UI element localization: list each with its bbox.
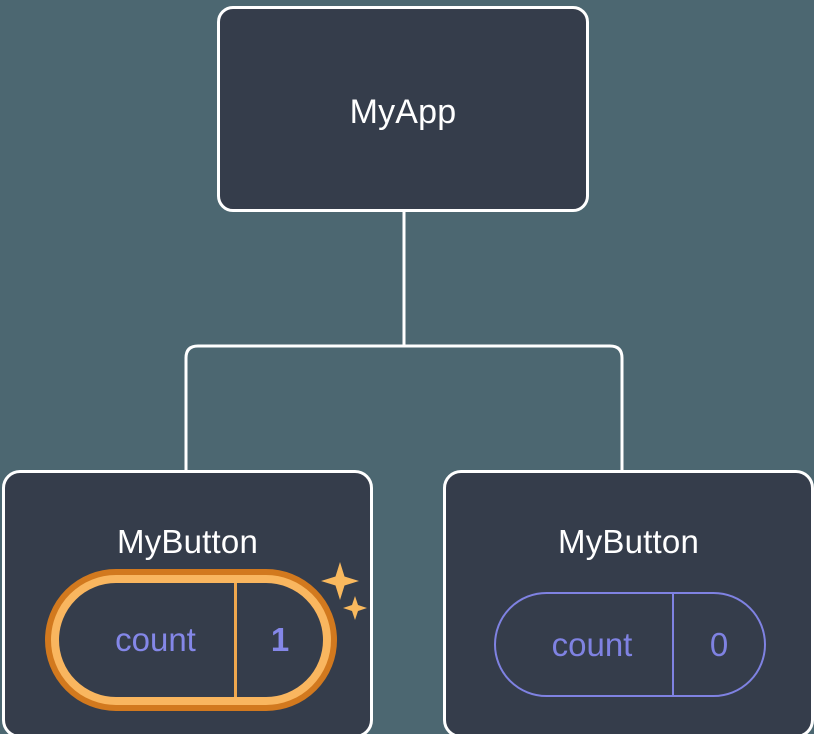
node-mybutton-1[interactable]: MyButton count 1 [2,470,373,734]
node-mybutton-1-title: MyButton [117,523,258,560]
highlight-ring-outer [45,569,337,711]
state-value-label: 1 [234,583,323,697]
state-value-label: 0 [672,594,764,695]
node-mybutton-2-title: MyButton [558,523,699,560]
state-key-label: count [115,621,196,658]
highlight-ring-inner: count 1 [51,575,331,705]
node-mybutton-2[interactable]: MyButton count 0 [443,470,814,734]
state-pill-plain[interactable]: count 0 [494,592,766,697]
node-myapp[interactable]: MyApp [217,6,589,212]
connector-branch-bar [184,344,624,470]
state-key-label: count [551,625,633,663]
node-myapp-title: MyApp [349,93,457,131]
state-pill-highlighted[interactable]: count 1 [45,569,337,711]
sparkle-icon [321,562,367,620]
